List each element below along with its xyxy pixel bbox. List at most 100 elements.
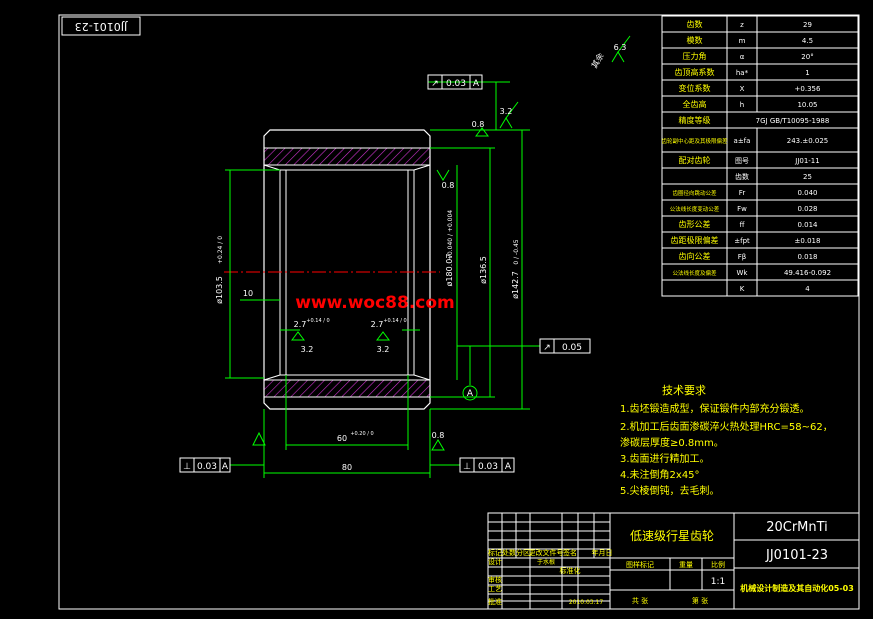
param-value: 0.040 — [797, 189, 817, 197]
drawing-code-box: JJ0101-23 — [61, 16, 141, 36]
dim-inner-width: 60 — [337, 434, 347, 443]
param-symbol: Fr — [739, 189, 746, 197]
dim-outer-dia: ø142.7 — [511, 271, 520, 299]
param-symbol: m — [739, 37, 746, 45]
runout-right-value: 0.05 — [562, 343, 582, 353]
roughness-groove-right: 3.2 — [377, 345, 390, 354]
tb-company: 机械设计制造及其自动化05-03 — [740, 583, 854, 593]
tb-weight-label: 重量 — [679, 561, 693, 569]
runout-right-symbol: ↗ — [543, 343, 551, 353]
param-name: 齿形公差 — [679, 219, 711, 229]
dim-10: 10 — [243, 289, 253, 298]
roughness-bottom: 0.8 — [432, 431, 445, 440]
sheet-frame — [58, 14, 860, 610]
perp-right-symbol: ⊥ — [463, 462, 471, 472]
dim-bore-dia: ø103.5 — [215, 276, 224, 304]
param-name: 变位系数 — [679, 83, 711, 93]
tolerance-frames — [179, 74, 591, 473]
param-symbol: ff — [740, 221, 745, 229]
dim-bore-dia-tol: +0.24 / 0 — [217, 236, 224, 264]
tb-header-change: 更改文件号 — [529, 548, 564, 557]
param-value: 0.014 — [797, 221, 818, 229]
param-name: 齿圈径向跳动公差 — [672, 189, 717, 197]
tb-header-zone: 分区 — [516, 548, 530, 557]
param-name: 精度等级 — [679, 115, 711, 125]
param-symbol: ±fpt — [734, 237, 750, 245]
param-value: 4.5 — [802, 37, 813, 45]
param-value: JJ01-11 — [794, 157, 819, 165]
param-value: 10.05 — [797, 101, 817, 109]
runout-top-value: 0.03 — [446, 79, 466, 89]
tb-scale-label: 比例 — [711, 560, 725, 569]
param-symbol: α — [740, 53, 745, 61]
param-value: 49.416-0.092 — [784, 269, 831, 277]
param-symbol: 齿数 — [735, 172, 749, 181]
top-hatch — [264, 148, 430, 165]
dim-pitch-dia-tol: +0.040 / +0.004 — [447, 210, 454, 260]
dim-groove-right: 2.7 — [371, 320, 384, 329]
title-block: 标记 处数 分区 更改文件号 签名 年月日 设计 于水根 标准化 审核 工艺 批… — [487, 512, 860, 610]
dim-pitch-dia: ø180.07 — [445, 254, 454, 287]
dim-outer-dia-tol: 0 / -0.45 — [513, 239, 520, 264]
part-section — [224, 129, 440, 410]
roughness-bore: 0.8 — [442, 181, 455, 190]
tech-req-item: 5.尖棱倒钝，去毛刺。 — [620, 484, 720, 497]
tech-requirements: 技术要求 1.齿坯锻造成型，保证锻件内部充分锻透。 2.机加工后齿面渗碳淬火热处… — [620, 384, 833, 497]
param-name: 齿距极限偏差 — [671, 235, 719, 245]
tb-date: 2010.03.17 — [569, 599, 604, 606]
tech-req-item: 4.未注倒角2x45° — [620, 468, 700, 481]
param-name: 压力角 — [683, 51, 707, 61]
param-value: 20° — [801, 53, 813, 61]
runout-top-symbol: ↗ — [431, 79, 439, 89]
param-symbol: Fw — [737, 205, 747, 213]
param-value: 243.±0.025 — [787, 137, 829, 145]
param-value: 1 — [805, 69, 809, 77]
param-name: 齿数 — [687, 19, 703, 29]
watermark: www.woc88.com — [295, 293, 455, 313]
param-value: 25 — [803, 173, 812, 181]
param-name: 配对齿轮 — [679, 155, 711, 165]
tech-req-item: 1.齿坯锻造成型，保证锻件内部充分锻透。 — [620, 402, 810, 415]
datum-a-label: A — [467, 389, 474, 399]
param-symbol: 图号 — [735, 157, 749, 165]
tb-row-check: 审核 — [488, 575, 502, 584]
tb-row-craft: 工艺 — [488, 585, 502, 593]
param-symbol: X — [740, 85, 745, 93]
param-symbol: Wk — [737, 269, 749, 277]
perp-right-datum: A — [505, 462, 512, 472]
tb-header-mark: 标记 — [488, 548, 502, 557]
tb-designer: 于水根 — [537, 558, 555, 566]
tb-standard: 标准化 — [560, 566, 581, 575]
param-symbol: K — [740, 285, 745, 293]
dim-groove-right-tol: +0.14 / 0 — [383, 318, 406, 324]
param-symbol: h — [740, 101, 744, 109]
drawing-code-rotated: JJ0101-23 — [75, 20, 128, 33]
tech-req-item: 3.齿面进行精加工。 — [620, 452, 710, 465]
param-value: 0.028 — [797, 205, 817, 213]
param-name: 齿轮副中心距及其极限偏差 — [661, 137, 728, 145]
tb-drawing-no: JJ0101-23 — [765, 548, 828, 563]
tb-header-count: 处数 — [502, 548, 516, 557]
param-name: 模数 — [687, 35, 703, 45]
tb-sheet-no: 第 张 — [692, 596, 708, 605]
param-name: 全齿高 — [683, 99, 707, 109]
tb-material: 20CrMnTi — [766, 520, 828, 535]
param-symbol: Fβ — [738, 253, 747, 261]
datum-a-circle — [462, 385, 478, 401]
dim-hub-dia: ø136.5 — [479, 256, 488, 284]
dim-groove-left: 2.7 — [294, 320, 307, 329]
tb-header-date: 年月日 — [592, 548, 613, 557]
dim-groove-left-tol: +0.14 / 0 — [306, 318, 329, 324]
tb-sheet-total: 共 张 — [632, 596, 648, 605]
tb-row-approve: 批准 — [488, 597, 502, 606]
param-symbol: a±fa — [734, 137, 751, 145]
tb-header-sign: 签名 — [563, 548, 577, 557]
outer-contour — [263, 129, 431, 410]
param-value: 0.018 — [797, 253, 817, 261]
dimensions — [225, 35, 631, 478]
roughness-top-corner: 6.3 — [614, 43, 627, 52]
param-value: +0.356 — [795, 85, 821, 93]
dim-inner-width-tol: +0.20 / 0 — [350, 431, 373, 437]
